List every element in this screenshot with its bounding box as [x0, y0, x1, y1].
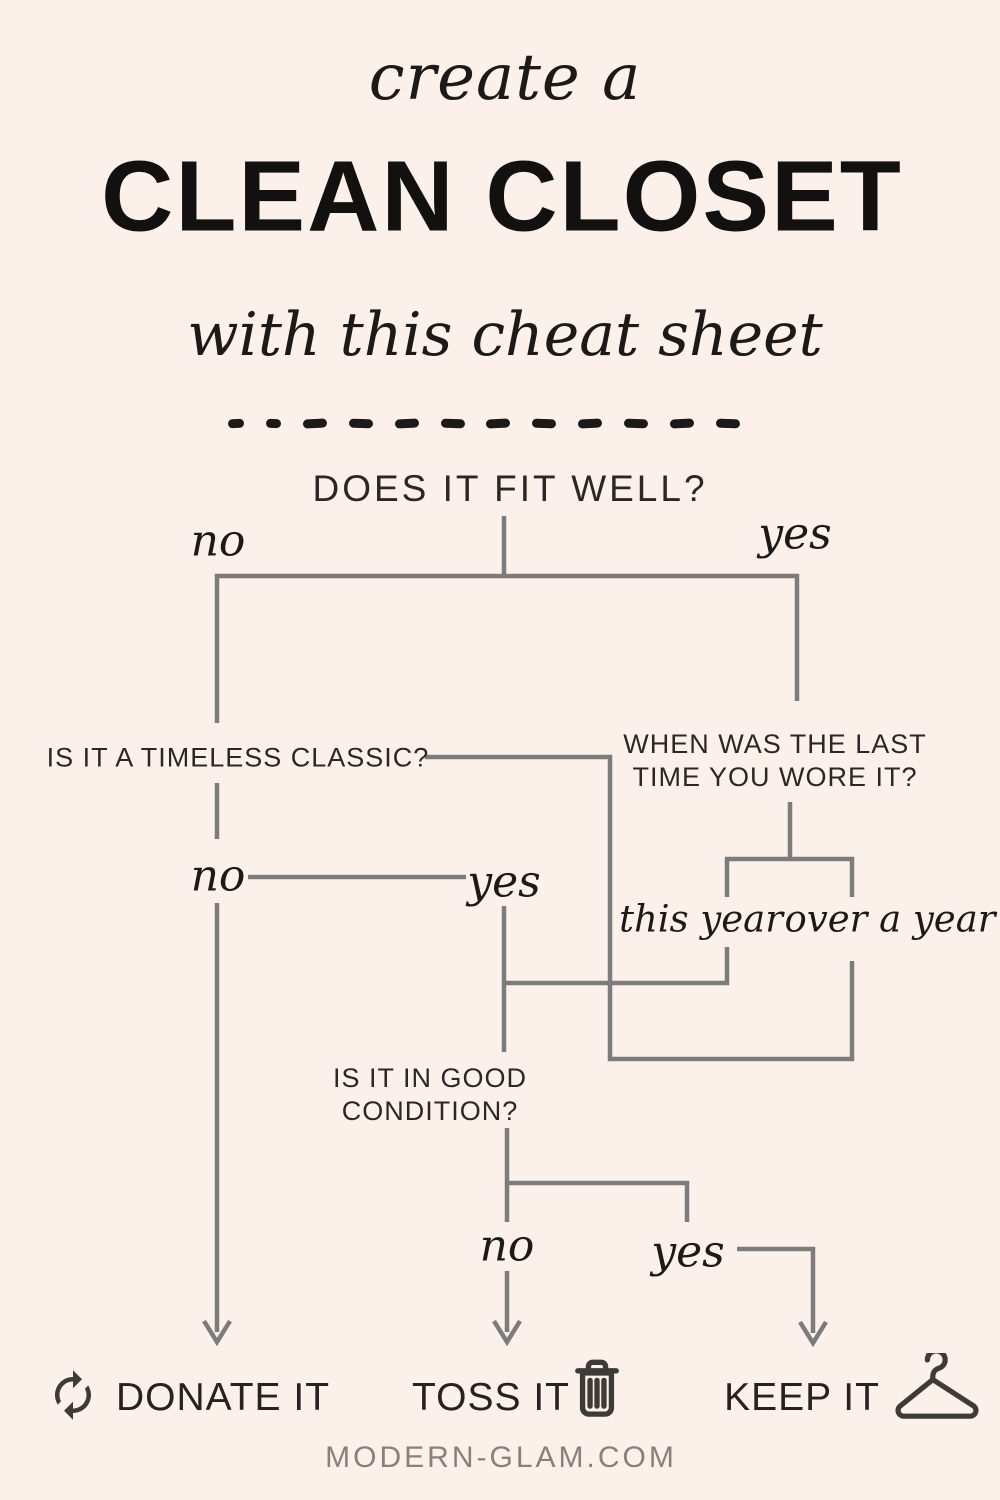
- divider-dash: [578, 417, 603, 429]
- recycle-icon: [46, 1368, 100, 1427]
- question-last-worn-line1: WHEN WAS THE LAST: [623, 729, 927, 759]
- trash-icon: [570, 1358, 624, 1425]
- divider-dash: [302, 417, 328, 429]
- q2-no-label: no: [190, 850, 246, 902]
- question-timeless-classic: IS IT A TIMELESS CLASSIC?: [46, 742, 430, 773]
- q4-no-label: no: [479, 1220, 535, 1272]
- divider-dash: [532, 418, 557, 428]
- divider-dash: [394, 417, 419, 429]
- website-url: MODERN-GLAM.COM: [325, 1441, 677, 1474]
- divider-dash: [715, 418, 741, 428]
- divider-dash: [227, 418, 245, 428]
- header-script-top: create a: [368, 41, 642, 115]
- page-title: CLEAN CLOSET: [101, 140, 903, 253]
- q3-over-a-year-label: over a year: [784, 897, 996, 941]
- question-good-condition-line2: CONDITION?: [341, 1096, 519, 1126]
- divider-dash: [440, 418, 465, 428]
- q3-this-year-label: this year: [619, 897, 783, 941]
- divider-dash: [486, 417, 511, 429]
- q1-yes-label: yes: [758, 508, 832, 560]
- q4-yes-label: yes: [651, 1226, 725, 1278]
- divider-dash: [669, 417, 695, 429]
- dashed-divider: [227, 415, 741, 431]
- outcome-keep-label: KEEP IT: [724, 1376, 880, 1419]
- divider-dash: [348, 418, 373, 428]
- hanger-icon: [891, 1348, 983, 1430]
- question-fit-well: DOES IT FIT WELL?: [312, 468, 708, 509]
- outcome-toss-label: TOSS IT: [412, 1376, 570, 1419]
- question-good-condition-line1: IS IT IN GOOD: [332, 1063, 528, 1093]
- divider-dash: [265, 418, 282, 428]
- divider-dash: [624, 418, 649, 428]
- q2-yes-label: yes: [467, 856, 541, 908]
- outcome-donate-label: DONATE IT: [115, 1376, 331, 1419]
- question-last-worn: WHEN WAS THE LAST TIME YOU WORE IT?: [623, 728, 927, 794]
- question-good-condition: IS IT IN GOOD CONDITION?: [333, 1062, 527, 1128]
- header-script-bottom: with this cheat sheet: [187, 300, 823, 370]
- q1-no-label: no: [190, 515, 246, 567]
- question-last-worn-line2: TIME YOU WORE IT?: [632, 762, 918, 792]
